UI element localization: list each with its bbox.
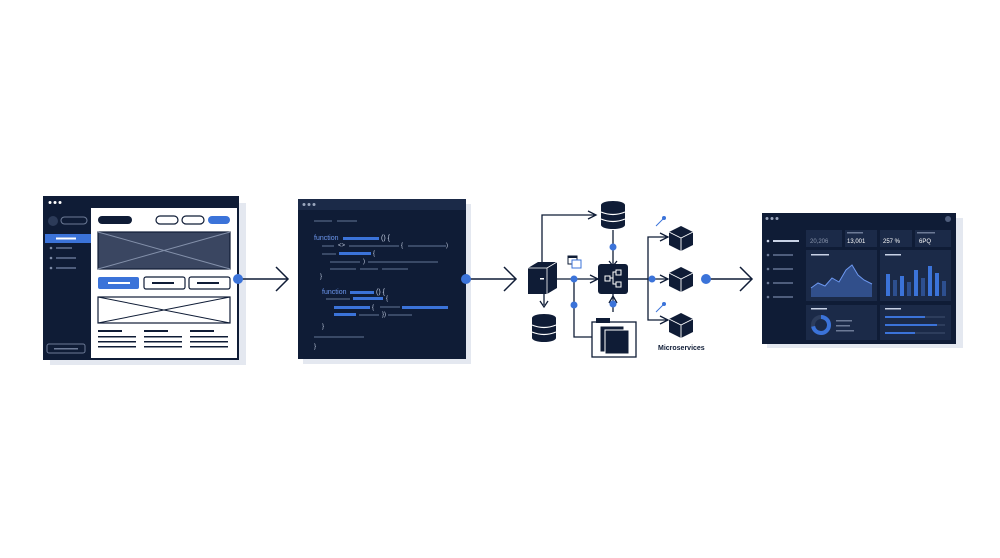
wireframe-panel [43,196,246,365]
dashboard-panel: 20,206 13,001 257 % 6PQ [762,213,963,348]
editor-titlebar [298,199,466,210]
bar-chart [886,266,946,296]
dashboard-sidebar [766,239,799,299]
connector-node [461,274,471,284]
window-dot [48,201,52,204]
donut-chart-card [806,305,877,340]
stat-value: 13,001 [847,239,866,245]
code-keyword: function [314,235,339,242]
window-dot [307,203,311,206]
architecture-diagram: Microservices [528,201,705,358]
cube-icon [668,313,694,338]
stat-card [845,230,877,247]
connector-node [570,301,578,309]
code-token: ) [446,243,448,249]
code-token: } [314,344,316,350]
window-dot [53,201,57,204]
folder-stack-icon [591,318,637,358]
code-token: <> [338,243,346,249]
cube-icon [668,226,694,251]
connector-node [609,243,617,251]
flow-connector [233,266,290,292]
avatar-icon [945,216,951,222]
sidebar-search [60,216,88,225]
code-token: }) [382,312,386,318]
stat-value: 257 % [883,239,901,245]
avatar-icon [48,216,58,226]
header-pill[interactable] [155,215,179,225]
connector-node [701,274,711,284]
code-keyword: function [322,289,347,296]
code-token: } [320,274,322,280]
connector-node [233,274,243,284]
microservices-label: Microservices [658,345,705,352]
code-token: { [386,296,388,302]
header-pill-active[interactable] [208,216,230,224]
code-token: { [372,305,374,311]
database-icon [600,201,626,229]
window-dot [312,203,316,206]
stat-card [880,230,912,247]
window-dot [302,203,306,206]
window-dot [775,217,779,220]
connector-node [609,300,617,308]
stat-value: 20,206 [810,239,829,245]
code-token: () { [376,289,386,296]
window-dot [770,217,774,220]
code-token: ) [363,259,365,265]
stat-card [915,230,951,247]
header-pill[interactable] [181,215,205,225]
window-dot [765,217,769,220]
wireframe-text-columns [98,330,228,348]
cube-icon [668,267,694,292]
flow-connector [701,266,754,292]
placeholder-image-icon [97,231,231,270]
code-editor-panel: function () { <> { ) { ) } function () {… [298,199,471,364]
connector-node [570,275,578,283]
progress-card [880,305,951,340]
code-token: { [373,251,375,257]
code-token: () { [381,235,391,242]
box-icon [528,261,558,294]
network-hub-icon [598,264,628,294]
stat-value: 6PQ [919,239,931,245]
window-copy-icon [567,255,582,269]
connector-node [648,275,656,283]
code-token: { [401,243,403,249]
code-token: } [322,324,324,330]
dashboard-titlebar [762,213,956,224]
sidebar-footer-button[interactable] [46,343,86,354]
window-dot [58,201,62,204]
wireframe-titlebar [44,197,238,208]
database-icon [531,314,557,342]
sidebar-item[interactable] [49,246,53,250]
sidebar-item[interactable] [49,266,53,270]
stat-card [806,230,842,247]
flow-connector [461,266,518,292]
wireframe-sidebar [45,208,91,358]
sidebar-item[interactable] [49,256,53,260]
header-title-pill [98,216,132,224]
